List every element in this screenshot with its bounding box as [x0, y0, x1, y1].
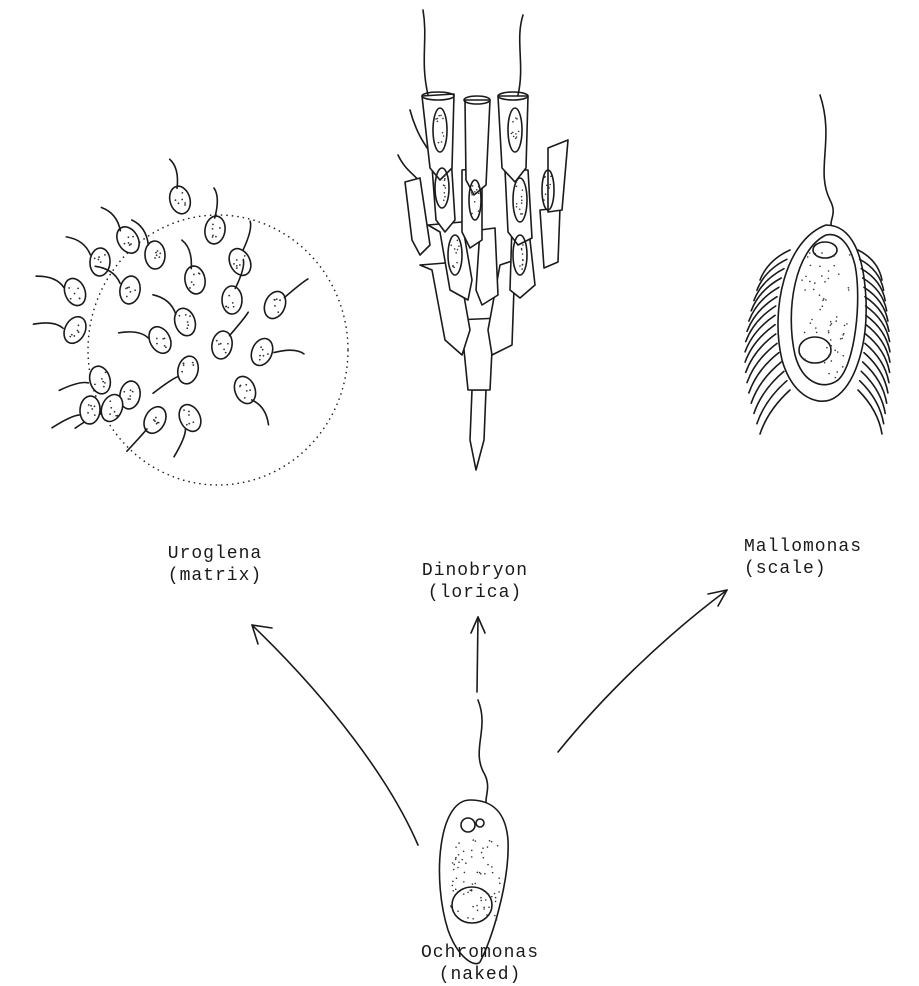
uroglena-label: Uroglena (matrix)	[140, 543, 290, 587]
dinobryon-type: (lorica)	[390, 582, 560, 604]
uroglena-cell	[167, 159, 194, 216]
ochromonas-cell-drawing	[439, 700, 508, 964]
uroglena-cell	[225, 221, 255, 279]
arrow-to-mallomonas	[558, 590, 727, 752]
uroglena-cell	[210, 312, 249, 360]
mallomonas-type: (scale)	[744, 558, 904, 580]
dinobryon-label: Dinobryon (lorica)	[390, 560, 560, 604]
uroglena-name: Uroglena	[140, 543, 290, 565]
uroglena-cell	[203, 188, 227, 245]
ochromonas-label: Ochromonas (naked)	[395, 942, 565, 986]
uroglena-cell	[59, 364, 113, 396]
uroglena-cell	[52, 395, 101, 427]
ochromonas-name: Ochromonas	[395, 942, 565, 964]
uroglena-cell	[127, 403, 170, 451]
arrow-to-uroglena	[252, 625, 418, 845]
uroglena-cell	[260, 279, 308, 322]
ochromonas-type: (naked)	[395, 964, 565, 986]
uroglena-colony-drawing	[33, 159, 348, 485]
uroglena-cell	[33, 313, 90, 347]
uroglena-cell	[153, 354, 201, 393]
uroglena-cell	[66, 237, 110, 277]
mallomonas-label: Mallomonas (scale)	[744, 536, 904, 580]
uroglena-type: (matrix)	[140, 565, 290, 587]
uroglena-cell	[182, 240, 207, 295]
uroglena-cell	[119, 323, 176, 357]
mallomonas-name: Mallomonas	[744, 536, 904, 558]
uroglena-cell	[101, 207, 143, 257]
dinobryon-colony-drawing	[398, 10, 568, 470]
uroglena-cell	[36, 275, 89, 308]
uroglena-cell	[174, 401, 205, 457]
arrow-to-dinobryon	[471, 617, 485, 692]
mallomonas-cell-drawing	[745, 95, 890, 434]
uroglena-cell	[231, 373, 269, 424]
uroglena-cell	[247, 335, 304, 369]
dinobryon-name: Dinobryon	[390, 560, 560, 582]
